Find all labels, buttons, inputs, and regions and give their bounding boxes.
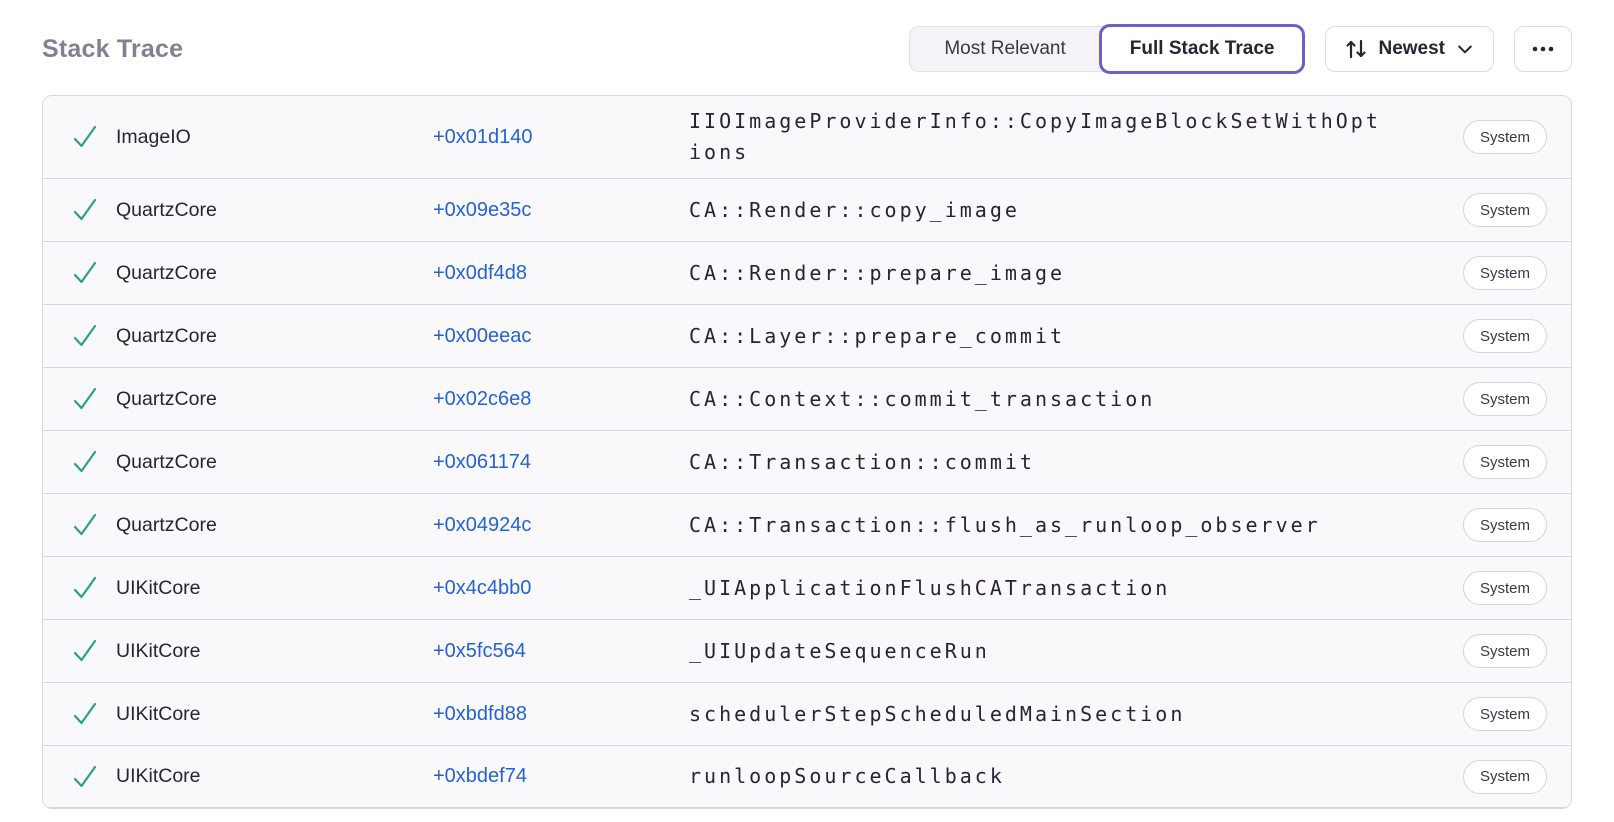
frame-system-badge: System [1462,759,1547,794]
in-app-check-icon [71,638,99,664]
more-options-button[interactable] [1514,26,1572,72]
frame-module: QuartzCore [116,324,217,347]
stack-frame-row[interactable]: QuartzCore +0x061174 CA::Transaction::co… [43,430,1571,493]
stack-frame-row[interactable]: QuartzCore +0x04924c CA::Transaction::fl… [43,493,1571,556]
in-app-check-icon [71,260,99,286]
ellipsis-icon [1530,37,1556,61]
frame-system-badge: System [1462,634,1547,668]
stack-trace-panel: ImageIO +0x01d140 IIOImageProviderInfo::… [42,95,1572,809]
frame-address-link[interactable]: +0x061174 [433,450,532,473]
frame-function: _UIUpdateSequenceRun [689,638,990,663]
in-app-check-icon [71,512,99,538]
frame-system-badge: System [1462,571,1547,605]
stack-frame-row[interactable]: UIKitCore +0x5fc564 _UIUpdateSequenceRun… [43,619,1571,682]
frame-function: CA::Render::copy_image [689,197,1020,222]
frame-address-link[interactable]: +0x02c6e8 [433,387,532,410]
in-app-check-icon [71,701,99,727]
frame-function: CA::Layer::prepare_commit [689,323,1066,348]
frame-function: IIOImageProviderInfo::CopyImageBlockSetW… [689,109,1381,164]
frame-function: CA::Render::prepare_image [689,260,1066,285]
sort-arrows-icon [1344,37,1368,61]
in-app-check-icon [71,764,99,790]
frame-system-badge: System [1462,508,1547,542]
frame-module: QuartzCore [116,261,217,284]
in-app-check-icon [71,386,99,412]
frame-module: QuartzCore [116,198,217,221]
stack-frame-row[interactable]: UIKitCore +0xbdfd88 schedulerStepSchedul… [43,682,1571,745]
stack-frame-row[interactable]: UIKitCore +0x4c4bb0 _UIApplicationFlushC… [43,556,1571,619]
in-app-check-icon [71,197,99,223]
frame-address-link[interactable]: +0xbdef74 [433,765,527,787]
frame-address-link[interactable]: +0x5fc564 [433,639,526,662]
frame-system-badge: System [1462,319,1547,353]
frame-system-badge: System [1462,445,1547,479]
stack-frame-row[interactable]: QuartzCore +0x09e35c CA::Render::copy_im… [43,178,1571,241]
frame-function: CA::Transaction::commit [689,449,1035,474]
stack-frame-row[interactable]: QuartzCore +0x02c6e8 CA::Context::commit… [43,367,1571,430]
most-relevant-button[interactable]: Most Relevant [910,27,1099,71]
frame-address-link[interactable]: +0x04924c [433,513,532,536]
frame-module: QuartzCore [116,513,217,536]
frame-function: schedulerStepScheduledMainSection [689,701,1186,726]
chevron-down-icon [1455,39,1475,59]
view-toggle: Most Relevant Full Stack Trace [909,24,1306,74]
frame-module: UIKitCore [116,576,201,599]
frame-address-link[interactable]: +0x01d140 [433,125,533,148]
stack-frame-row[interactable]: QuartzCore +0x0df4d8 CA::Render::prepare… [43,241,1571,304]
frame-address-link[interactable]: +0x00eeac [433,324,532,347]
header-controls: Most Relevant Full Stack Trace Newest [909,24,1572,74]
frame-module: UIKitCore [116,765,201,787]
frame-address-link[interactable]: +0x09e35c [433,198,532,221]
frame-address-link[interactable]: +0x0df4d8 [433,261,527,284]
full-stack-trace-button[interactable]: Full Stack Trace [1098,24,1306,74]
frame-module: UIKitCore [116,639,201,662]
frame-module: QuartzCore [116,387,217,410]
frame-function: _UIApplicationFlushCATransaction [689,575,1171,600]
page-title: Stack Trace [42,34,184,63]
sort-label: Newest [1378,38,1445,59]
stack-trace-header: Stack Trace Most Relevant Full Stack Tra… [42,24,1572,74]
frame-address-link[interactable]: +0x4c4bb0 [433,576,532,599]
frame-module: UIKitCore [116,702,201,725]
frame-function: runloopSourceCallback [689,764,1005,788]
in-app-check-icon [71,323,99,349]
frame-system-badge: System [1462,382,1547,416]
in-app-check-icon [71,449,99,475]
frame-function: CA::Transaction::flush_as_runloop_observ… [689,512,1321,537]
stack-frame-row[interactable]: ImageIO +0x01d140 IIOImageProviderInfo::… [43,96,1571,178]
in-app-check-icon [71,575,99,601]
stack-frame-row[interactable]: UIKitCore +0xbdef74 runloopSourceCallbac… [43,745,1571,808]
sort-newest-button[interactable]: Newest [1325,26,1494,72]
in-app-check-icon [71,124,99,150]
stack-frame-row[interactable]: QuartzCore +0x00eeac CA::Layer::prepare_… [43,304,1571,367]
frame-system-badge: System [1462,697,1547,731]
frame-module: ImageIO [116,125,191,148]
frame-system-badge: System [1462,120,1547,154]
frame-function: CA::Context::commit_transaction [689,386,1156,411]
frame-module: QuartzCore [116,450,217,473]
frame-system-badge: System [1462,193,1547,227]
frame-address-link[interactable]: +0xbdfd88 [433,702,527,725]
frame-system-badge: System [1462,256,1547,290]
